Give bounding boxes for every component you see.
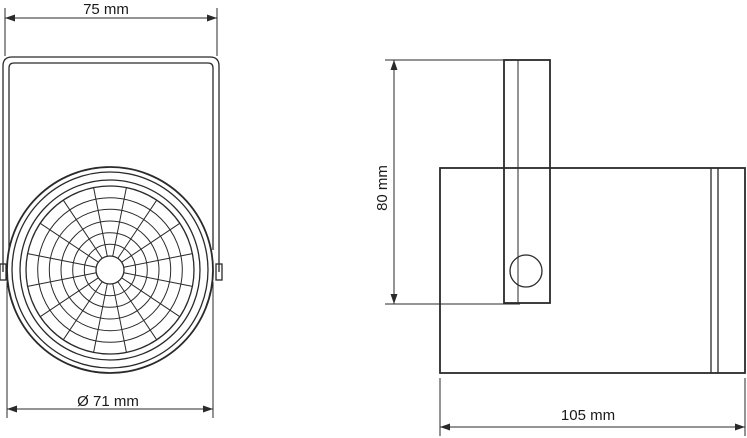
grille-spoke xyxy=(62,281,103,341)
grille-spoke xyxy=(93,187,108,257)
grille-spoke xyxy=(121,277,181,318)
side-view: 80 mm 105 mm xyxy=(374,59,746,436)
grille-spoke xyxy=(117,281,158,341)
dimension-length-label: 105 mm xyxy=(561,407,615,424)
dimension-diameter-label: Ø 71 mm xyxy=(77,393,139,410)
grille-spoke xyxy=(123,272,193,287)
pivot-knob xyxy=(509,254,543,288)
mounting-bracket xyxy=(0,56,223,281)
speaker-front xyxy=(6,166,214,374)
grille-spoke xyxy=(93,283,108,353)
grille-spoke xyxy=(112,283,127,353)
dimension-height: 80 mm xyxy=(374,59,520,305)
dimension-diameter: Ø 71 mm xyxy=(6,282,214,418)
grille-spoke xyxy=(39,277,99,318)
grille-spoke xyxy=(39,222,99,263)
grille-ring xyxy=(83,243,137,297)
grille-spoke xyxy=(112,187,127,257)
grille-spoke xyxy=(117,199,158,259)
grille-spoke xyxy=(27,253,97,268)
bracket-arm-side xyxy=(503,59,551,304)
speaker-housing-side xyxy=(439,167,746,374)
grille-spoke xyxy=(121,222,181,263)
grille-spoke xyxy=(27,272,97,287)
grille-spoke xyxy=(62,199,103,259)
speaker-grille xyxy=(27,187,193,353)
dimension-height-label: 80 mm xyxy=(374,165,391,211)
grille-ring xyxy=(72,232,148,308)
grille-ring xyxy=(60,220,160,320)
grille-ring xyxy=(48,208,172,332)
grille-ring xyxy=(37,197,183,343)
dimension-width-label: 75 mm xyxy=(83,1,129,18)
grille-spoke xyxy=(123,253,193,268)
dimension-width: 75 mm xyxy=(4,1,218,56)
front-view: 75 mm Ø 71 mm xyxy=(0,1,223,418)
dimension-length: 105 mm xyxy=(439,378,746,436)
